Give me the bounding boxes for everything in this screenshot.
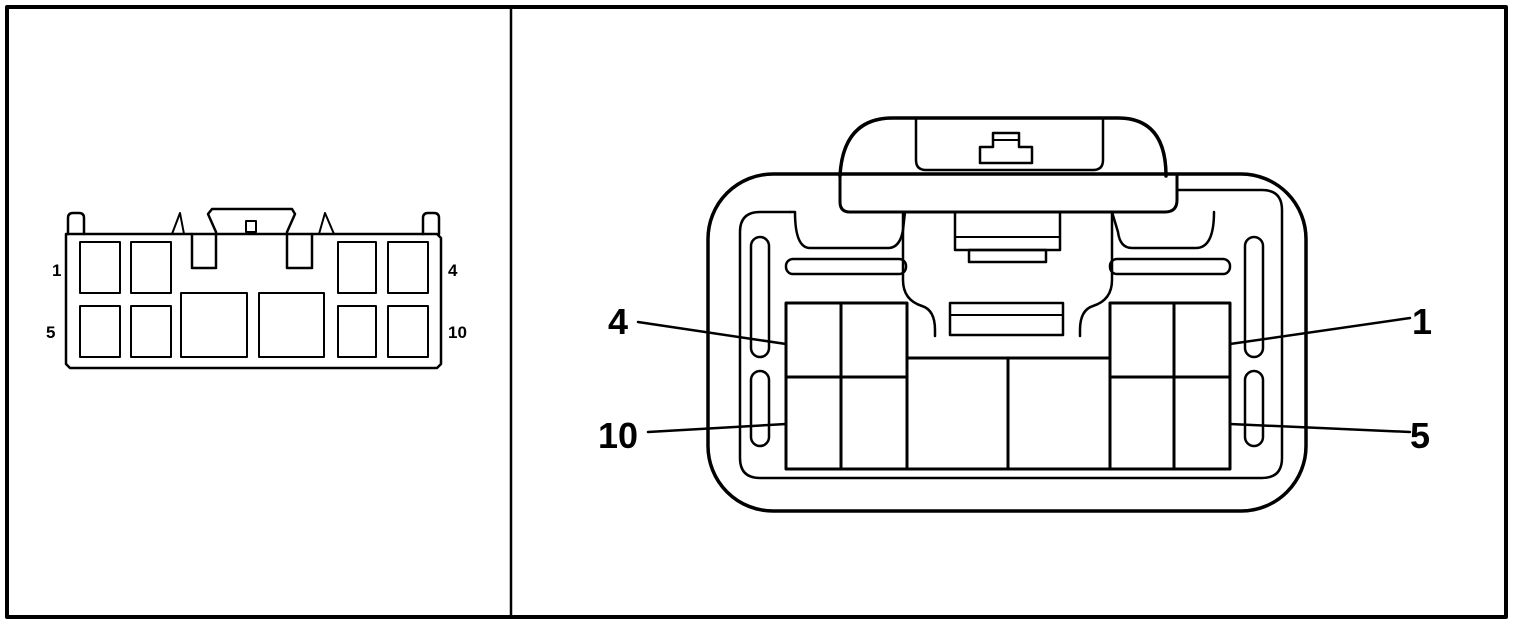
left-cavity-1 bbox=[79, 241, 121, 294]
left-label-top-left: 1 bbox=[52, 261, 61, 280]
lock-tab-key bbox=[978, 131, 1034, 165]
right-horizontal-slot bbox=[1108, 257, 1232, 276]
left-connector-view: 1 4 5 10 bbox=[46, 207, 467, 370]
right-label-top-left: 4 bbox=[608, 301, 628, 342]
left-cavity-block bbox=[784, 301, 909, 471]
left-spike bbox=[171, 212, 185, 235]
inner-recess bbox=[738, 188, 1284, 480]
leader-bottom-left bbox=[646, 422, 788, 434]
left-label-bottom-right: 10 bbox=[448, 323, 467, 342]
latch-slot-detent bbox=[967, 248, 1048, 264]
right-label-bottom-left: 10 bbox=[598, 415, 638, 456]
left-cavity-6 bbox=[130, 305, 172, 358]
latch-channel-right bbox=[1078, 210, 1114, 338]
left-cavity-2 bbox=[130, 241, 172, 294]
right-vertical-slot-lower bbox=[1243, 369, 1265, 448]
right-label-bottom-right: 5 bbox=[1410, 415, 1430, 456]
right-connector-view: 4 10 1 5 bbox=[598, 116, 1432, 513]
left-cavity-7 bbox=[180, 292, 248, 358]
left-cavity-10 bbox=[387, 305, 429, 358]
left-label-bottom-left: 5 bbox=[46, 323, 55, 342]
right-spike bbox=[318, 212, 335, 235]
inner-right-step bbox=[1110, 210, 1216, 250]
outer-frame bbox=[5, 5, 1508, 619]
center-latch bbox=[190, 207, 314, 270]
leader-top-right bbox=[1228, 316, 1412, 346]
right-connector-shell bbox=[706, 172, 1308, 513]
latch-slot-lower bbox=[948, 301, 1065, 337]
leader-bottom-right bbox=[1228, 422, 1412, 434]
left-cavity-5 bbox=[79, 305, 121, 358]
latch-key bbox=[245, 220, 257, 233]
inner-left-step bbox=[788, 210, 907, 250]
right-label-top-right: 1 bbox=[1412, 301, 1432, 342]
left-horizontal-slot bbox=[784, 257, 908, 276]
left-cavity-9 bbox=[337, 305, 377, 358]
left-connector-housing bbox=[64, 232, 443, 370]
left-vertical-slot-upper bbox=[749, 235, 771, 359]
left-vertical-slot-lower bbox=[749, 369, 771, 448]
left-label-top-right: 4 bbox=[448, 261, 458, 280]
left-cavity-4 bbox=[387, 241, 429, 294]
left-corner-tab bbox=[66, 211, 86, 236]
left-cavity-3 bbox=[337, 241, 377, 294]
latch-slot-upper bbox=[953, 210, 1062, 252]
inner-face-outline bbox=[838, 174, 1179, 214]
latch-channel bbox=[901, 210, 937, 338]
right-cavity-block bbox=[1108, 301, 1232, 471]
right-corner-tab bbox=[421, 211, 441, 236]
top-lock-tab bbox=[838, 116, 1168, 178]
leader-top-left bbox=[636, 320, 788, 346]
left-cavity-8 bbox=[258, 292, 325, 358]
lock-tab-inner bbox=[914, 118, 1105, 172]
right-vertical-slot-upper bbox=[1243, 235, 1265, 359]
